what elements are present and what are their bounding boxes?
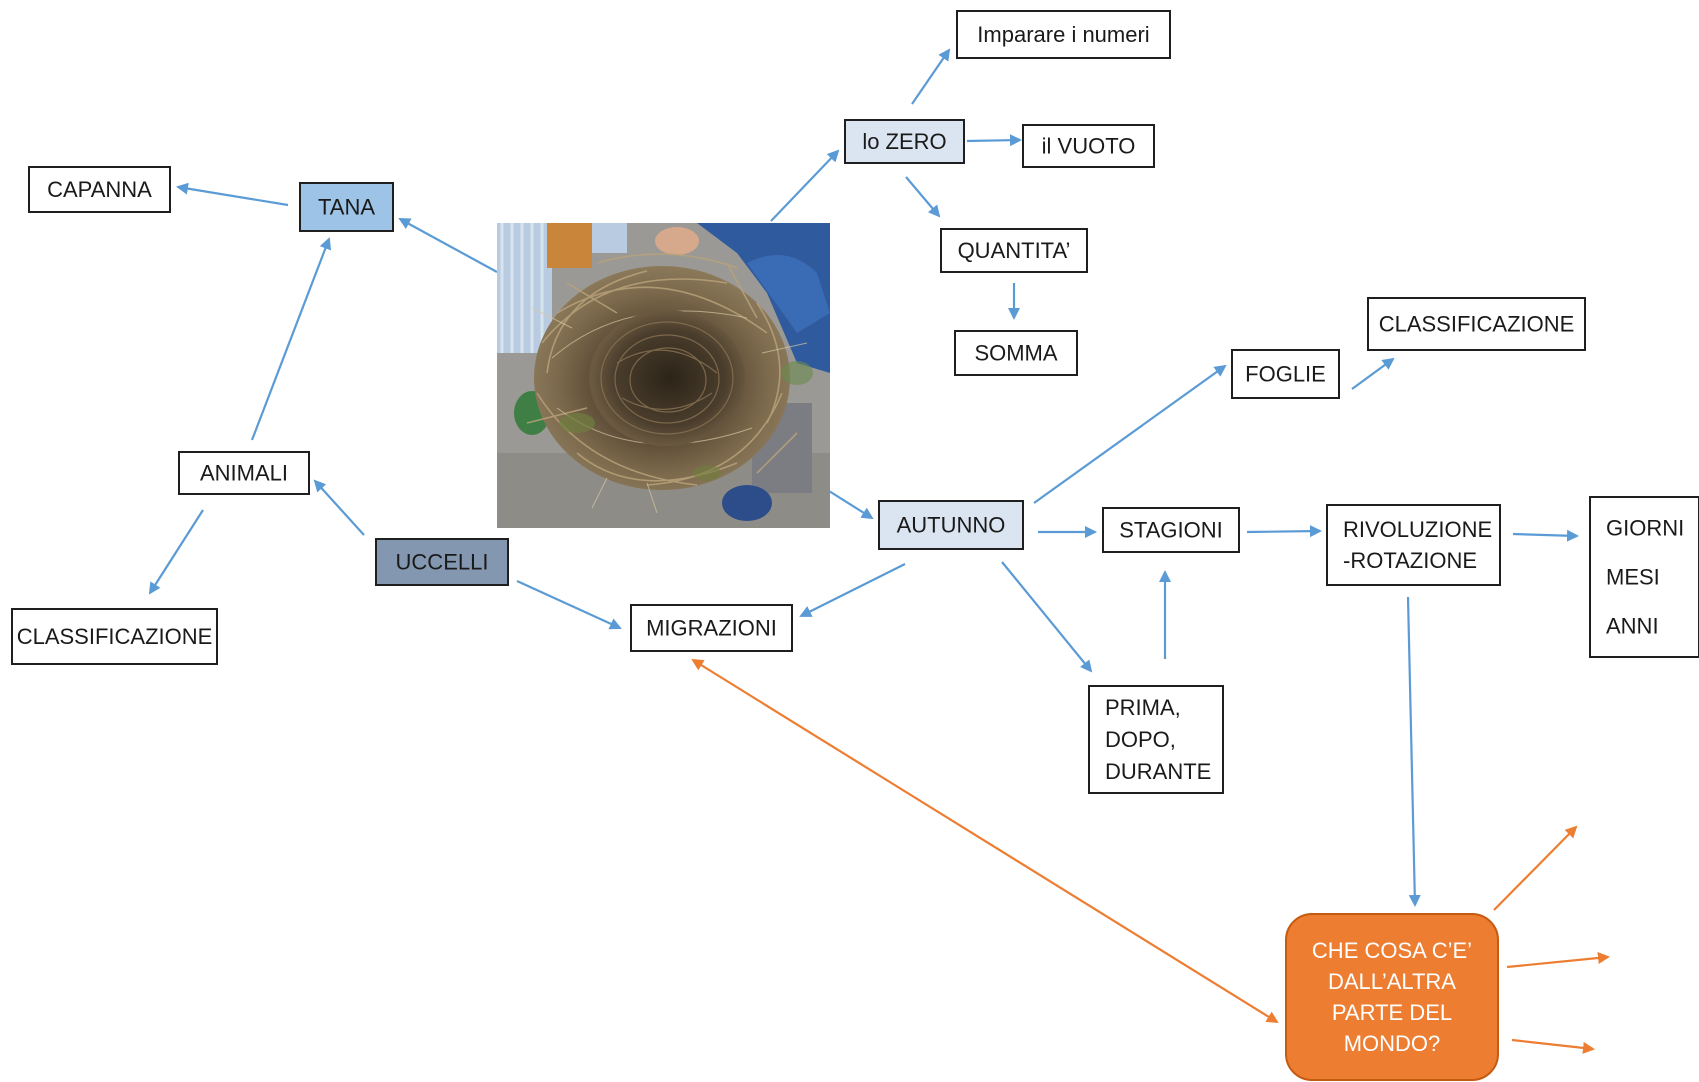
arrow-tana-to-capanna bbox=[176, 182, 289, 207]
node-label: TANA bbox=[318, 195, 375, 220]
node-label: -ROTAZIONE bbox=[1343, 548, 1477, 573]
node-box bbox=[1022, 124, 1155, 168]
node-label: DOPO, bbox=[1105, 727, 1176, 752]
node-rivoluzione: RIVOLUZIONE -ROTAZIONE bbox=[1326, 504, 1501, 586]
node-label: STAGIONI bbox=[1119, 518, 1223, 543]
node-capanna: CAPANNA bbox=[28, 166, 171, 213]
arrow-foglie-to-classificazione bbox=[1351, 357, 1395, 390]
arrow-zero-to-vuoto bbox=[966, 134, 1022, 147]
node-zero: lo ZERO bbox=[844, 119, 965, 164]
node-box bbox=[178, 451, 310, 495]
arrow-mondo-out-1 bbox=[1493, 825, 1578, 911]
node-box bbox=[844, 119, 965, 164]
node-label: CLASSIFICAZIONE bbox=[17, 624, 213, 649]
arrow-animali-to-tana bbox=[250, 237, 332, 441]
node-label: AUTUNNO bbox=[897, 513, 1006, 538]
nodes: Imparare i numeri lo ZERO il VUOTO QUANTITA… bbox=[11, 10, 1699, 1081]
node-label: PARTE DEL bbox=[1332, 1000, 1452, 1025]
node-box bbox=[1589, 496, 1699, 658]
node-box bbox=[1326, 504, 1501, 586]
node-label: QUANTITA’ bbox=[958, 238, 1071, 263]
node-box bbox=[11, 608, 218, 665]
node-box bbox=[878, 500, 1024, 550]
arrow-rivoluzione-to-mondo bbox=[1406, 596, 1421, 907]
bird-nest-photo bbox=[497, 223, 830, 528]
arrow-mondo-migrazioni bbox=[691, 658, 1279, 1024]
node-classificazione-top: CLASSIFICAZIONE bbox=[1367, 297, 1586, 351]
arrow-autunno-to-prima bbox=[1001, 561, 1093, 673]
node-label: PRIMA, bbox=[1105, 695, 1181, 720]
arrow-autunno-to-migrazioni bbox=[799, 563, 906, 617]
node-box bbox=[630, 604, 793, 652]
node-label: CLASSIFICAZIONE bbox=[1379, 312, 1575, 337]
arrow-autunno-to-foglie bbox=[1033, 364, 1227, 504]
node-quantita: QUANTITA’ bbox=[940, 228, 1088, 273]
node-imparare: Imparare i numeri bbox=[956, 10, 1171, 59]
node-label: Imparare i numeri bbox=[977, 22, 1149, 47]
node-label: ANNI bbox=[1606, 614, 1659, 639]
arrow-zero-to-quantita bbox=[905, 176, 941, 218]
node-classificazione-left: CLASSIFICAZIONE bbox=[11, 608, 218, 665]
node-box bbox=[940, 228, 1088, 273]
node-box bbox=[954, 330, 1078, 376]
arrow-uccelli-to-migrazioni bbox=[516, 579, 622, 630]
node-label: MESI bbox=[1606, 565, 1660, 590]
arrow-animali-to-classificazione bbox=[148, 509, 204, 595]
node-label: MONDO? bbox=[1344, 1031, 1441, 1056]
arrows bbox=[148, 48, 1579, 907]
node-label: SOMMA bbox=[974, 341, 1057, 366]
node-animali: ANIMALI bbox=[178, 451, 310, 495]
node-label: DALL’ALTRA bbox=[1328, 969, 1456, 994]
node-migrazioni: MIGRAZIONI bbox=[630, 604, 793, 652]
node-vuoto: il VUOTO bbox=[1022, 124, 1155, 168]
node-tana: TANA bbox=[299, 182, 394, 232]
node-box bbox=[299, 182, 394, 232]
node-box bbox=[1367, 297, 1586, 351]
node-box bbox=[375, 538, 509, 586]
node-box bbox=[1088, 685, 1224, 794]
node-label: CHE COSA C’E’ bbox=[1312, 938, 1472, 963]
node-label: il VUOTO bbox=[1042, 134, 1136, 159]
nest-illustration bbox=[497, 223, 830, 528]
node-label: FOGLIE bbox=[1245, 362, 1326, 387]
node-box bbox=[1102, 507, 1240, 553]
node-foglie: FOGLIE bbox=[1231, 349, 1340, 399]
node-tempo: GIORNI MESI ANNI bbox=[1589, 496, 1699, 658]
node-stagioni: STAGIONI bbox=[1102, 507, 1240, 553]
node-uccelli: UCCELLI bbox=[375, 538, 509, 586]
arrow-photo-to-tana bbox=[398, 218, 498, 273]
node-label: ANIMALI bbox=[200, 461, 288, 486]
node-box bbox=[1285, 913, 1499, 1081]
arrow-rivoluzione-to-tempo bbox=[1512, 529, 1579, 542]
node-label: UCCELLI bbox=[396, 550, 489, 575]
node-box bbox=[1231, 349, 1340, 399]
node-box bbox=[28, 166, 171, 213]
arrow-mondo-out-3 bbox=[1511, 1038, 1595, 1054]
node-label: GIORNI bbox=[1606, 516, 1684, 541]
node-autunno: AUTUNNO bbox=[878, 500, 1024, 550]
node-label: lo ZERO bbox=[862, 129, 946, 154]
arrow-stagioni-to-rivoluzione bbox=[1246, 525, 1322, 538]
node-label: CAPANNA bbox=[47, 177, 152, 202]
arrow-uccelli-to-animali bbox=[313, 479, 365, 536]
orange-arrows bbox=[691, 658, 1610, 1054]
node-label: MIGRAZIONI bbox=[646, 616, 777, 641]
node-prima: PRIMA, DOPO, DURANTE bbox=[1088, 685, 1224, 794]
node-box bbox=[956, 10, 1171, 59]
arrow-photo-to-autunno bbox=[828, 490, 874, 520]
arrow-mondo-out-2 bbox=[1506, 952, 1610, 969]
node-label: RIVOLUZIONE bbox=[1343, 517, 1492, 542]
arrow-photo-to-zero bbox=[770, 149, 840, 222]
node-label: DURANTE bbox=[1105, 759, 1211, 784]
node-somma: SOMMA bbox=[954, 330, 1078, 376]
node-mondo: CHE COSA C’E’ DALL’ALTRA PARTE DEL MONDO? bbox=[1285, 913, 1499, 1081]
arrow-zero-to-imparare bbox=[911, 48, 951, 105]
